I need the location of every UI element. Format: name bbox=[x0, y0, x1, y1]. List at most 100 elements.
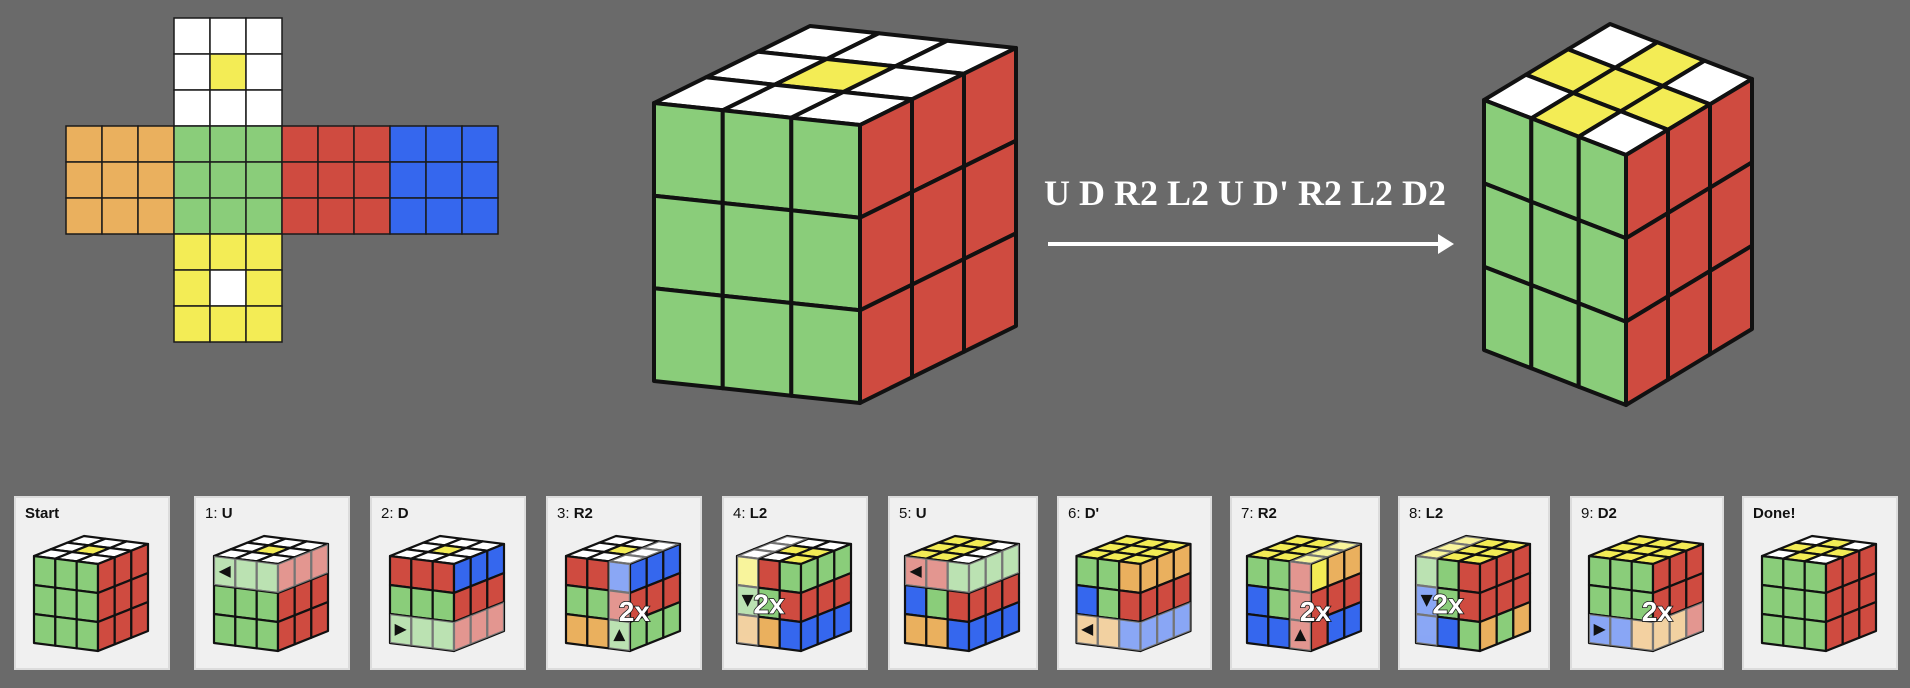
net-right-sticker bbox=[317, 197, 355, 235]
step-front-sticker bbox=[1118, 589, 1142, 624]
step-number: 6: bbox=[1068, 505, 1085, 522]
turn-arrow-icon bbox=[1081, 623, 1094, 636]
step-move: Start bbox=[25, 505, 60, 522]
step-front-sticker bbox=[1609, 557, 1633, 592]
step-front-sticker bbox=[1245, 612, 1270, 647]
net-left-sticker bbox=[101, 197, 139, 235]
layer-wash bbox=[1589, 614, 1653, 651]
step-front-sticker bbox=[1587, 554, 1612, 589]
step-front-sticker bbox=[234, 586, 258, 621]
net-left-sticker bbox=[137, 197, 175, 235]
step-move: U bbox=[915, 505, 927, 522]
net-front-sticker bbox=[245, 125, 283, 163]
step-front-sticker bbox=[1245, 583, 1270, 618]
double-turn-label: 2x bbox=[1642, 596, 1674, 627]
double-turn-label: 2x bbox=[1432, 589, 1464, 620]
net-left-sticker bbox=[137, 161, 175, 199]
net-left-sticker bbox=[65, 125, 103, 163]
step-front-sticker bbox=[1803, 618, 1828, 653]
start-cube-front-sticker bbox=[652, 193, 725, 298]
net-left-sticker bbox=[101, 161, 139, 199]
net-down-sticker bbox=[173, 269, 211, 307]
turn-arrow-icon bbox=[613, 629, 626, 642]
step-right-sticker bbox=[1685, 600, 1705, 639]
step-number: 2: bbox=[381, 505, 398, 522]
step-front-sticker bbox=[234, 615, 258, 650]
step-front-sticker bbox=[903, 583, 928, 618]
step-label: 5: U bbox=[899, 505, 927, 522]
step-cube bbox=[32, 534, 150, 653]
step-move: D2 bbox=[1597, 505, 1617, 522]
step-front-sticker bbox=[1096, 586, 1121, 621]
step-card: 6: D' bbox=[1057, 496, 1212, 670]
step-front-sticker bbox=[1803, 560, 1828, 595]
step-front-sticker bbox=[32, 583, 57, 618]
step-cube bbox=[903, 534, 1021, 653]
step-right-sticker bbox=[1512, 600, 1532, 639]
net-back-sticker bbox=[461, 197, 499, 235]
step-front-sticker bbox=[1118, 560, 1142, 595]
step-front-sticker bbox=[1630, 560, 1655, 595]
step-front-sticker bbox=[925, 615, 949, 650]
net-left-sticker bbox=[65, 197, 103, 235]
step-label: 6: D' bbox=[1068, 505, 1099, 522]
step-front-sticker bbox=[388, 554, 413, 589]
step-front-sticker bbox=[757, 557, 781, 592]
step-label: 2: D bbox=[381, 505, 409, 522]
step-right-sticker bbox=[1478, 614, 1498, 653]
step-front-sticker bbox=[1760, 612, 1785, 647]
net-back-sticker bbox=[425, 197, 463, 235]
step-front-sticker bbox=[1075, 554, 1099, 589]
step-front-sticker bbox=[1267, 557, 1291, 592]
step-front-sticker bbox=[1436, 557, 1460, 592]
step-right-sticker bbox=[1343, 600, 1363, 639]
start-cube-front-sticker bbox=[789, 208, 862, 313]
step-cube: 2x bbox=[1587, 534, 1705, 653]
step-move: U bbox=[221, 505, 233, 522]
net-right-sticker bbox=[353, 161, 391, 199]
step-move: R2 bbox=[573, 505, 593, 522]
double-turn-label: 2x bbox=[619, 596, 651, 627]
step-front-sticker bbox=[1587, 583, 1612, 618]
net-back-sticker bbox=[389, 161, 427, 199]
step-card: Start bbox=[14, 496, 170, 670]
step-number: 7: bbox=[1241, 505, 1258, 522]
turn-arrow-icon bbox=[741, 594, 754, 607]
net-front-sticker bbox=[173, 197, 211, 235]
net-back-sticker bbox=[425, 161, 463, 199]
step-move: D bbox=[397, 505, 409, 522]
net-right-sticker bbox=[281, 161, 319, 199]
solved-cube bbox=[1482, 22, 1754, 407]
step-front-sticker bbox=[903, 612, 928, 647]
step-front-sticker bbox=[54, 586, 78, 621]
layer-wash bbox=[1289, 541, 1361, 564]
step-front-sticker bbox=[410, 586, 434, 621]
moving-layer-highlight bbox=[1076, 602, 1191, 651]
step-front-sticker bbox=[431, 589, 456, 624]
step-front-sticker bbox=[1609, 586, 1633, 621]
net-down-sticker bbox=[209, 233, 247, 271]
step-front-sticker bbox=[1436, 615, 1460, 650]
net-right-sticker bbox=[281, 125, 319, 163]
net-right-sticker bbox=[317, 161, 355, 199]
layer-wash bbox=[608, 541, 680, 564]
step-front-sticker bbox=[431, 560, 456, 595]
step-front-sticker bbox=[75, 560, 100, 595]
step-label: 3: R2 bbox=[557, 505, 593, 522]
step-label: 8: L2 bbox=[1409, 505, 1443, 522]
step-front-sticker bbox=[946, 589, 971, 624]
step-front-sticker bbox=[1803, 589, 1828, 624]
step-right-sticker bbox=[96, 614, 116, 653]
step-right-sticker bbox=[486, 600, 506, 639]
step-cube bbox=[212, 534, 330, 653]
start-cube bbox=[652, 24, 1018, 405]
top-diagram bbox=[65, 17, 1754, 407]
solved-cube-front-sticker bbox=[1576, 301, 1628, 407]
layer-wash bbox=[454, 602, 504, 651]
step-right-sticker bbox=[113, 607, 133, 646]
step-label: Start bbox=[25, 505, 59, 522]
step-cube: 2x bbox=[1245, 534, 1363, 653]
layer-wash bbox=[278, 544, 328, 593]
